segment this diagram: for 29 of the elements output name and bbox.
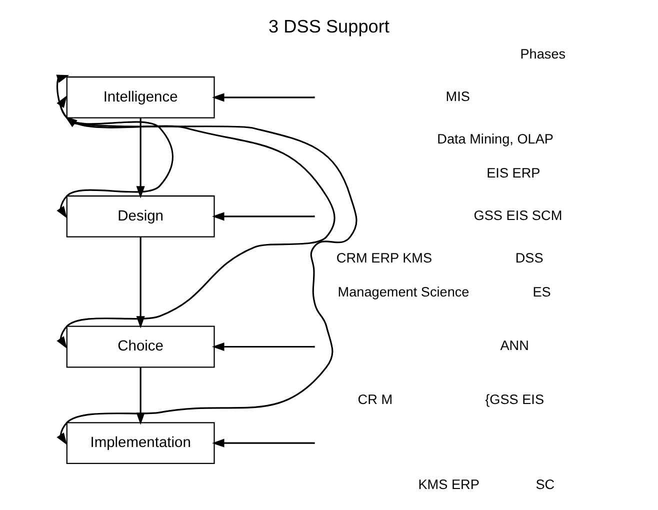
- arrow: [212, 92, 314, 102]
- node-box: Design: [66, 194, 215, 237]
- node-box: Intelligence: [66, 76, 215, 118]
- label: Data Mining, OLAP: [437, 130, 554, 146]
- node-box: Implementation: [66, 422, 215, 464]
- label: Phases: [520, 46, 566, 61]
- arrow: [56, 74, 174, 218]
- label: KMS ERP: [418, 476, 480, 492]
- label: CR M: [358, 392, 393, 407]
- arrow: [136, 117, 145, 198]
- arrow: [136, 236, 145, 328]
- label: MIS: [446, 88, 470, 104]
- label: EIS ERP: [486, 164, 540, 180]
- label: ANN: [500, 338, 529, 353]
- arrow: [212, 342, 314, 351]
- label: DSS: [515, 250, 544, 265]
- diagram-title: 3 DSS Support: [268, 16, 390, 36]
- arrow: [56, 94, 336, 348]
- label: Management Science: [338, 284, 470, 299]
- arrow: [136, 366, 145, 424]
- label: SC: [536, 476, 555, 492]
- label: {GSS EIS: [485, 392, 544, 407]
- label: GSS EIS SCM: [474, 207, 562, 222]
- label: ES: [532, 284, 551, 299]
- arrow: [56, 116, 358, 445]
- arrow: [212, 212, 314, 220]
- label: CRM ERP KMS: [336, 250, 432, 265]
- node-box: Choice: [66, 325, 215, 368]
- arrow: [212, 438, 314, 447]
